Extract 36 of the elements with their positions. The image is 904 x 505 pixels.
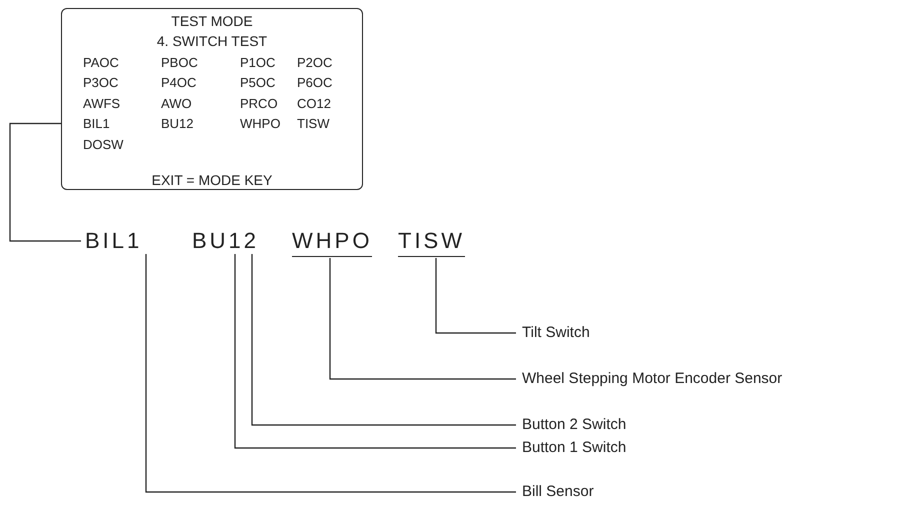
display-screen [61, 8, 363, 190]
leader-line [435, 258, 516, 334]
display-code: WHPO [240, 116, 280, 131]
description-label: Wheel Stepping Motor Encoder Sensor [522, 370, 782, 388]
screen-text: EXIT = MODE KEY [152, 172, 272, 188]
screen-text: 4. SWITCH TEST [156, 33, 268, 49]
description-label: Button 1 Switch [522, 439, 626, 457]
code-label: WHPO [292, 229, 372, 257]
display-code: P6OC [297, 75, 332, 90]
leader-line [145, 254, 516, 493]
display-code: CO12 [297, 96, 331, 111]
display-code: BU12 [161, 116, 194, 131]
display-code: PBOC [161, 55, 198, 70]
description-label: Bill Sensor [522, 483, 594, 501]
display-code: P5OC [240, 75, 276, 90]
leader-line [329, 258, 516, 380]
display-code: P4OC [161, 75, 196, 90]
display-code: PRCO [240, 96, 278, 111]
leader-line [9, 122, 81, 242]
code-label: BU12 [192, 229, 260, 253]
display-code: P1OC [240, 55, 276, 70]
screen-text: TEST MODE [171, 13, 253, 29]
display-code: BIL1 [83, 116, 110, 131]
display-code: DOSW [83, 137, 124, 152]
description-label: Button 2 Switch [522, 416, 626, 434]
display-code: TISW [297, 116, 330, 131]
display-code: AWFS [83, 96, 120, 111]
description-label: Tilt Switch [522, 324, 590, 342]
leader-line [251, 254, 516, 426]
leader-line [234, 254, 516, 449]
display-code: P2OC [297, 55, 332, 70]
display-code: P3OC [83, 75, 118, 90]
display-code: AWO [161, 96, 192, 111]
display-code: PAOC [83, 55, 119, 70]
code-label: TISW [398, 229, 465, 257]
code-label: BIL1 [85, 229, 142, 253]
